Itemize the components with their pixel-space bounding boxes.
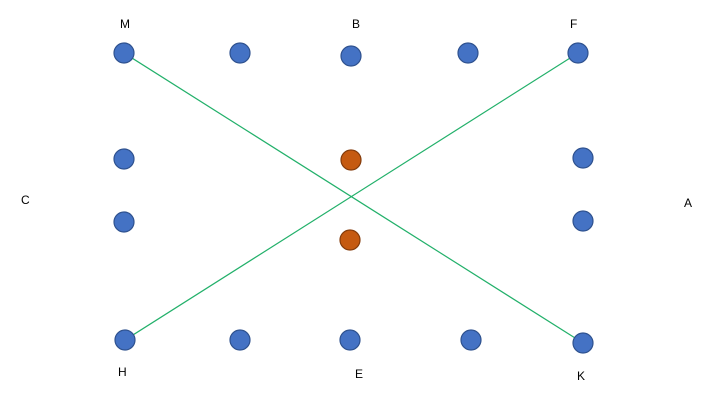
label-m: M xyxy=(120,17,130,31)
dot-top-1 xyxy=(113,42,135,64)
label-c: C xyxy=(21,193,30,207)
label-b: B xyxy=(352,17,360,31)
dot-bottom-3 xyxy=(339,329,361,351)
dot-top-5 xyxy=(567,42,589,64)
dot-right-2 xyxy=(572,210,594,232)
dot-left-2 xyxy=(113,211,135,233)
label-k: K xyxy=(577,369,585,383)
dot-bottom-4 xyxy=(460,329,482,351)
dot-top-2 xyxy=(229,42,251,64)
dot-left-1 xyxy=(113,148,135,170)
label-a: A xyxy=(684,196,692,210)
line-h-to-f xyxy=(124,52,579,341)
line-m-to-k xyxy=(123,52,584,344)
dot-bottom-2 xyxy=(229,329,251,351)
dot-bottom-1 xyxy=(114,329,136,351)
label-e: E xyxy=(355,367,363,381)
label-h: H xyxy=(118,365,127,379)
dot-center-1 xyxy=(340,149,362,171)
dot-center-2 xyxy=(339,229,361,251)
dot-right-1 xyxy=(572,147,594,169)
label-f: F xyxy=(570,17,577,31)
dot-bottom-5 xyxy=(572,332,594,354)
dot-top-3 xyxy=(340,45,362,67)
dot-top-4 xyxy=(457,42,479,64)
